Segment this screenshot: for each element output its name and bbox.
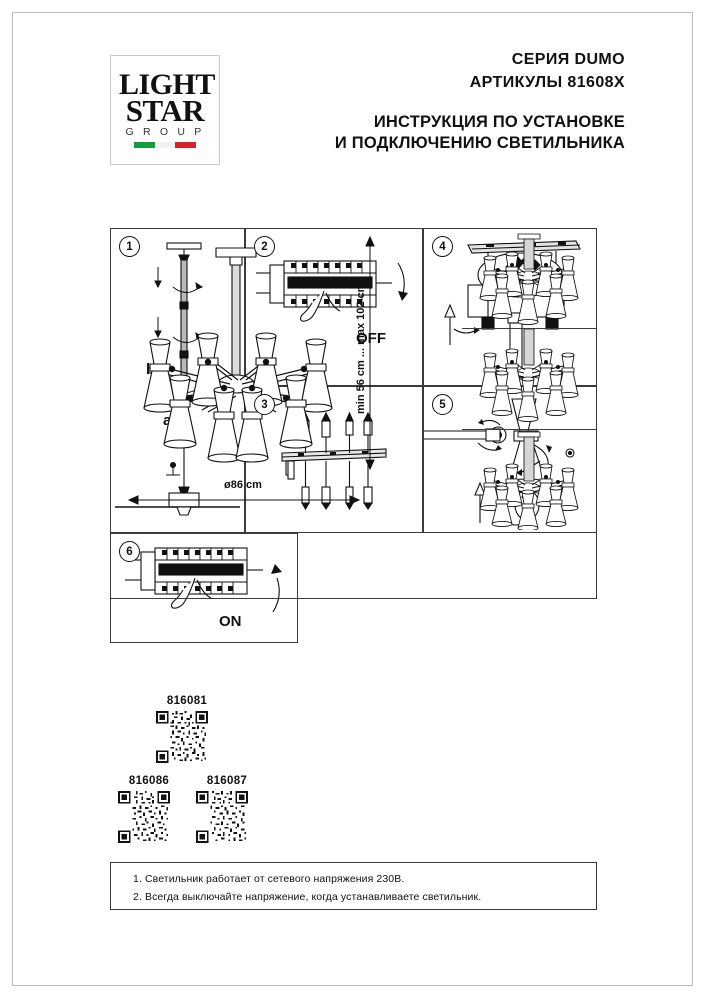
product-overview-panel: min 56 cm ... max 102 cm	[110, 228, 597, 599]
qr-code-image-2[interactable]	[118, 791, 170, 843]
variant-view-1	[462, 228, 597, 329]
step-panel-6: 6	[110, 533, 298, 643]
instruction-grid: 1	[110, 228, 597, 904]
logo-line-3: G R O U P	[125, 125, 205, 138]
qr-code-image-1[interactable]	[156, 711, 208, 763]
article-number: АРТИКУЛЫ 81608X	[469, 74, 625, 92]
variant-view-2	[462, 329, 597, 430]
qr-block-816081: 816081	[156, 695, 218, 763]
step-3-diagram	[281, 411, 387, 511]
note-1: 1. Светильник работает от сетевого напря…	[133, 873, 405, 885]
step-number-3: 3	[254, 394, 275, 415]
italian-flag-icon	[134, 141, 197, 148]
logo-line-1: LIGHT	[119, 68, 215, 102]
qr-caption-3: 816087	[206, 775, 248, 787]
step-1-label-a: a	[163, 412, 172, 429]
series-name: СЕРИЯ DUMO	[511, 51, 625, 68]
chandelier-illustration	[143, 247, 333, 463]
footer-notes: 1. Светильник работает от сетевого напря…	[110, 862, 597, 910]
page-border	[12, 12, 693, 986]
qr-code-section: 816081	[118, 695, 288, 860]
step-panel-3: 3	[245, 386, 423, 533]
qr-block-816086: 816086	[118, 775, 180, 843]
step-2-caption: OFF	[356, 330, 386, 347]
product-variants-column	[462, 228, 597, 533]
logo-line-2: STAR	[125, 93, 205, 129]
width-dimension-label: ø86 cm	[224, 479, 262, 491]
height-dimension-label: min 56 cm ... max 102 cm	[355, 282, 367, 414]
variant-2-illustration	[479, 329, 579, 423]
document-header: LIGHT STAR G R O U P СЕРИЯ DUMO АРТИКУЛЫ…	[85, 40, 625, 190]
document-title-line-1: ИНСТРУКЦИЯ ПО УСТАНОВКЕ	[373, 113, 625, 132]
variant-view-3	[462, 430, 597, 531]
step-number-6: 6	[119, 541, 140, 562]
step-number-4: 4	[432, 236, 453, 257]
brand-logo: LIGHT STAR G R O U P	[110, 55, 220, 165]
step-number-1: 1	[119, 236, 140, 257]
qr-code-image-3[interactable]	[196, 791, 248, 843]
qr-caption-1: 816081	[166, 695, 208, 707]
qr-caption-2: 816086	[128, 775, 170, 787]
step-number-2: 2	[254, 236, 275, 257]
variant-1-illustration	[479, 233, 579, 326]
step-number-5: 5	[432, 394, 453, 415]
step-6-diagram: ON	[125, 547, 282, 630]
document-title-line-2: И ПОДКЛЮЧЕНИЮ СВЕТИЛЬНИКА	[334, 134, 625, 153]
qr-block-816087: 816087	[196, 775, 258, 843]
product-width-dimension: ø86 cm	[127, 479, 361, 505]
variant-3-illustration	[479, 431, 579, 530]
step-2-diagram: OFF	[256, 260, 408, 347]
product-dimension-diagram: min 56 cm ... max 102 cm	[355, 235, 375, 471]
note-2: 2. Всегда выключайте напряжение, когда у…	[133, 891, 482, 904]
step-6-caption: ON	[219, 613, 242, 630]
